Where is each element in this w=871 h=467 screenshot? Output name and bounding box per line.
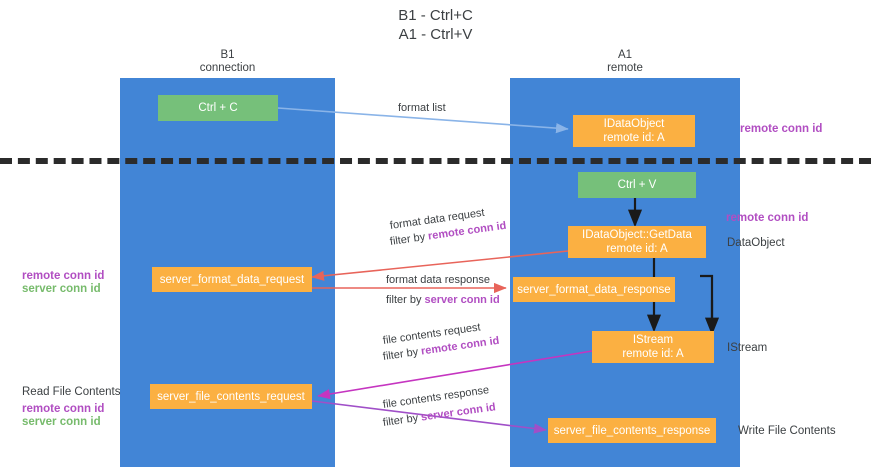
edge-label-format-list: format list — [398, 101, 446, 115]
title-line-2: A1 - Ctrl+V — [398, 26, 473, 43]
filter-key-server-conn-id: server conn id — [424, 294, 500, 306]
node-server-file-contents-request[interactable]: server_file_contents_request — [150, 384, 312, 409]
edge-label-format-data-request: format data request filter by remote con… — [389, 207, 507, 249]
annotation-remote-conn-id-mid: remote conn id — [726, 212, 809, 224]
annotation-left-server-conn-id-2: server conn id — [22, 416, 101, 428]
node-ctrl-v[interactable]: Ctrl + V — [578, 172, 696, 198]
edge-label-format-data-response-l1: format data response — [386, 274, 490, 286]
node-istream[interactable]: IStream remote id: A — [592, 331, 714, 363]
filter-prefix: filter by — [389, 230, 429, 248]
node-server-format-data-request[interactable]: server_format_data_request — [152, 267, 312, 292]
edge-label-format-list-text: format list — [398, 102, 446, 114]
edge-label-file-contents-request: file contents request filter by remote c… — [382, 321, 500, 364]
node-idataobject-remote-id: remote id: A — [603, 132, 665, 144]
edge-label-file-contents-response: file contents response filter by server … — [382, 384, 497, 430]
annotation-left-server-conn-id: server conn id — [22, 283, 101, 295]
annotation-remote-conn-id-top: remote conn id — [740, 123, 823, 135]
node-istream-remote-id: remote id: A — [622, 348, 684, 360]
annotation-read-file-contents: Read File Contents — [22, 386, 121, 398]
node-ctrl-c-label: Ctrl + C — [198, 102, 238, 114]
node-idataobject[interactable]: IDataObject remote id: A — [573, 115, 695, 147]
node-getdata-label: IDataObject::GetData — [582, 229, 692, 241]
node-ctrl-c[interactable]: Ctrl + C — [158, 95, 278, 121]
annotation-left-remote-conn-id-2: remote conn id — [22, 403, 105, 415]
column-header-b1: B1 connection — [120, 49, 335, 75]
node-server-format-data-request-label: server_format_data_request — [159, 273, 305, 286]
node-ctrl-v-label: Ctrl + V — [617, 179, 657, 191]
annotation-write-file-contents: Write File Contents — [738, 425, 836, 437]
node-getdata[interactable]: IDataObject::GetData remote id: A — [568, 226, 706, 258]
title-line-1: B1 - Ctrl+C — [398, 7, 473, 24]
filter-prefix-4: filter by — [382, 411, 422, 429]
column-header-b1-name: B1 — [220, 49, 235, 61]
edge-label-format-data-response-l2: filter by server conn id — [386, 293, 500, 307]
node-getdata-remote-id: remote id: A — [606, 243, 668, 255]
node-idataobject-label: IDataObject — [603, 118, 665, 130]
node-server-format-data-response[interactable]: server_format_data_response — [513, 277, 675, 302]
column-header-a1-name: A1 — [617, 49, 633, 61]
node-istream-label: IStream — [632, 334, 674, 346]
column-header-a1-sub: remote — [607, 62, 643, 74]
node-server-format-data-response-label: server_format_data_response — [517, 283, 671, 296]
annotation-left-remote-conn-id: remote conn id — [22, 270, 105, 282]
node-server-file-contents-request-label: server_file_contents_request — [157, 390, 305, 403]
node-server-file-contents-response-label: server_file_contents_response — [553, 424, 711, 437]
annotation-istream: IStream — [727, 342, 768, 354]
annotation-dataobject: DataObject — [727, 237, 785, 249]
filter-prefix-2: filter by — [386, 294, 425, 306]
column-header-a1: A1 remote — [510, 49, 740, 75]
edge-label-format-data-response: format data response filter by server co… — [386, 273, 500, 307]
section-divider — [0, 158, 871, 164]
column-header-b1-sub: connection — [199, 62, 256, 74]
page-title: B1 - Ctrl+C A1 - Ctrl+V — [0, 6, 871, 44]
node-server-file-contents-response[interactable]: server_file_contents_response — [548, 418, 716, 443]
filter-prefix-3: filter by — [382, 345, 422, 363]
